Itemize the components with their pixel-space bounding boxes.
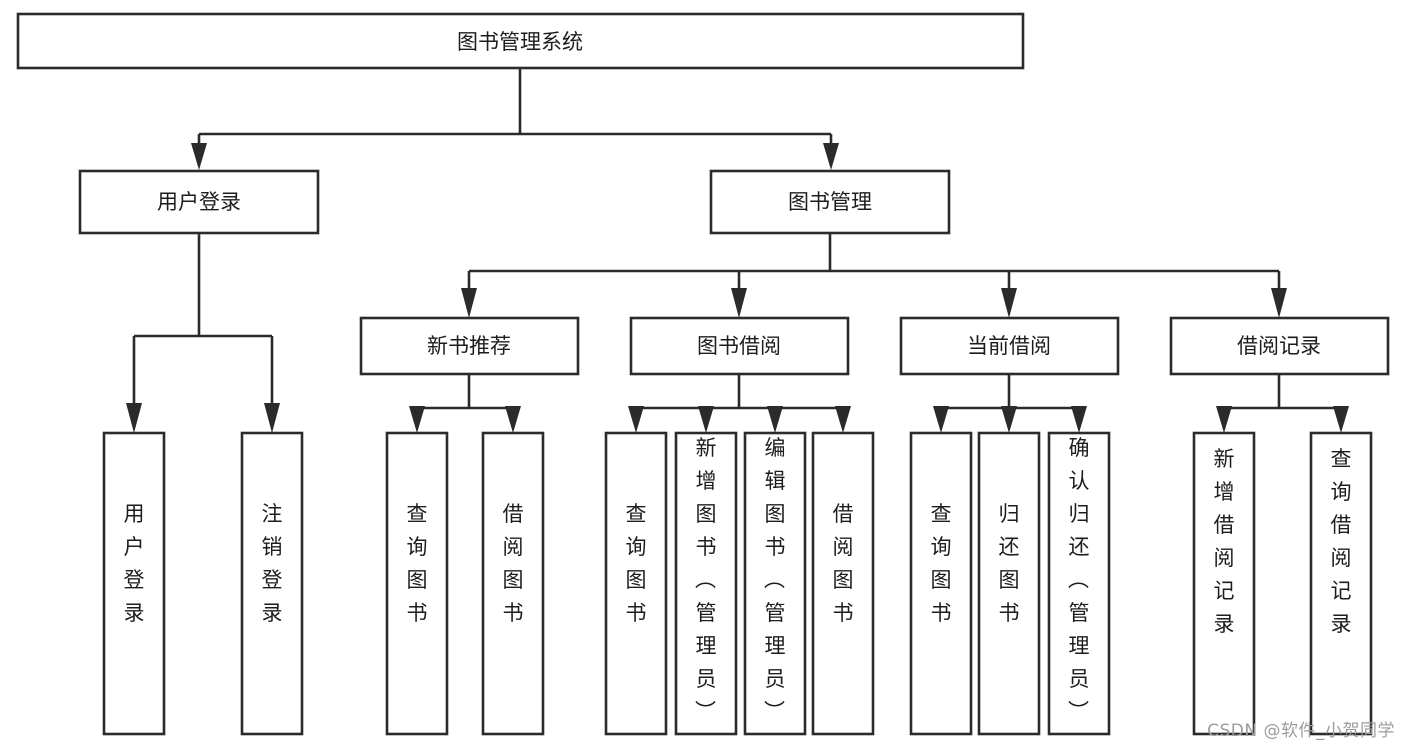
leaf-bb-2-label: 新增图书（管理员） (695, 436, 717, 724)
leaf-user-login-2[interactable]: 注销登录 (240, 431, 304, 736)
node-book-manage[interactable]: 图书管理 (709, 169, 951, 235)
arrow-head-bb-leaf-1 (628, 406, 644, 433)
node-book-borrow[interactable]: 图书借阅 (629, 316, 850, 376)
arrow-head-nbr-leaf-1 (409, 406, 425, 433)
leaf-user-login-1-label: 用户登录 (124, 502, 145, 625)
leaf-br-1-box (1192, 431, 1256, 736)
leaf-book-borrow-1[interactable]: 查询图书 (604, 431, 668, 736)
arrow-head-cb-leaf-2 (1001, 406, 1017, 433)
leaf-nbr-2-label: 借阅图书 (503, 502, 524, 625)
node-book-borrow-box (629, 316, 850, 376)
arrow-head-cb-leaf-1 (933, 406, 949, 433)
leaf-book-borrow-2[interactable]: 新增图书（管理员） (674, 431, 738, 736)
arrow-head-br-leaf-2 (1333, 406, 1349, 433)
arrow-head-to-book-manage (823, 143, 839, 170)
node-new-book-recommend-label: 新书推荐 (427, 334, 511, 358)
leaf-user-login-2-box (240, 431, 304, 736)
node-root[interactable]: 图书管理系统 (16, 12, 1025, 70)
arrow-head-br-leaf-1 (1216, 406, 1232, 433)
arrow-head-user-login-leaf-1 (126, 403, 142, 433)
leaf-br-2-label: 查询借阅记录 (1331, 447, 1352, 636)
node-root-label: 图书管理系统 (457, 30, 583, 54)
leaf-borrow-record-1[interactable]: 新增借阅记录 (1192, 431, 1256, 736)
leaf-bb-3-box (743, 431, 807, 736)
leaf-br-1-label: 新增借阅记录 (1214, 447, 1235, 636)
node-current-borrow-box (899, 316, 1120, 376)
leaf-bb-4-box (811, 431, 875, 736)
arrow-head-cb-leaf-3 (1071, 406, 1087, 433)
leaf-new-book-recommend-1[interactable]: 查询图书 (385, 431, 449, 736)
leaf-nbr-1-box (385, 431, 449, 736)
node-borrow-record[interactable]: 借阅记录 (1169, 316, 1390, 376)
arrow-head-nbr-leaf-2 (505, 406, 521, 433)
leaf-borrow-record-2[interactable]: 查询借阅记录 (1309, 431, 1373, 736)
leaf-user-login-2-label: 注销登录 (262, 502, 283, 625)
leaf-bb-3-label: 编辑图书（管理员） (764, 436, 786, 724)
node-borrow-record-box (1169, 316, 1390, 376)
leaf-cb-2-label: 归还图书 (999, 502, 1020, 625)
node-root-box (16, 12, 1025, 70)
leaf-book-borrow-3[interactable]: 编辑图书（管理员） (743, 431, 807, 736)
arrow-head-to-user-login (191, 143, 207, 170)
leaf-br-2-box (1309, 431, 1373, 736)
node-user-login-label: 用户登录 (157, 190, 241, 214)
leaf-bb-1-box (604, 431, 668, 736)
arrow-head-user-login-leaf-2 (264, 403, 280, 433)
arrow-head-to-book-borrow (731, 288, 747, 318)
node-book-borrow-label: 图书借阅 (697, 334, 781, 358)
leaf-cb-1-label: 查询图书 (931, 502, 952, 625)
leaf-cb-3-label: 确认归还（管理员） (1068, 436, 1090, 724)
arrow-head-bb-leaf-2 (698, 406, 714, 433)
leaf-bb-1-label: 查询图书 (626, 502, 647, 625)
node-current-borrow-label: 当前借阅 (967, 334, 1051, 358)
connector-user-login-to-leaves (126, 233, 280, 433)
leaf-nbr-2-box (481, 431, 545, 736)
leaf-user-login-1-box (102, 431, 166, 736)
arrow-head-bb-leaf-3 (767, 406, 783, 433)
node-book-manage-label: 图书管理 (788, 190, 872, 214)
connector-borrow-record-to-leaves (1216, 374, 1349, 433)
node-new-book-recommend[interactable]: 新书推荐 (359, 316, 580, 376)
node-borrow-record-label: 借阅记录 (1237, 334, 1321, 358)
node-current-borrow[interactable]: 当前借阅 (899, 316, 1120, 376)
node-new-book-recommend-box (359, 316, 580, 376)
leaf-bb-2-box (674, 431, 738, 736)
arrow-head-to-current-borrow (1001, 288, 1017, 318)
connector-book-borrow-to-leaves (628, 374, 851, 433)
arrow-head-to-borrow-record (1271, 288, 1287, 318)
leaf-user-login-1[interactable]: 用户登录 (102, 431, 166, 736)
leaf-cb-3-box (1047, 431, 1111, 736)
arrow-head-bb-leaf-4 (835, 406, 851, 433)
leaf-nbr-1-label: 查询图书 (407, 502, 428, 625)
leaf-bb-4-label: 借阅图书 (833, 502, 854, 625)
leaf-current-borrow-1[interactable]: 查询图书 (909, 431, 973, 736)
node-user-login[interactable]: 用户登录 (78, 169, 320, 235)
leaf-new-book-recommend-2[interactable]: 借阅图书 (481, 431, 545, 736)
leaf-book-borrow-4[interactable]: 借阅图书 (811, 431, 875, 736)
leaf-current-borrow-2[interactable]: 归还图书 (977, 431, 1041, 736)
connector-current-borrow-to-leaves (933, 374, 1087, 433)
leaf-cb-1-box (909, 431, 973, 736)
connector-book-manage-to-level3 (461, 233, 1287, 318)
leaf-current-borrow-3[interactable]: 确认归还（管理员） (1047, 431, 1111, 736)
arrow-head-to-new-book-recommend (461, 288, 477, 318)
node-book-manage-box (709, 169, 951, 235)
connector-root-to-level2 (191, 68, 839, 170)
leaf-cb-2-box (977, 431, 1041, 736)
connector-new-book-recommend-to-leaves (409, 374, 521, 433)
